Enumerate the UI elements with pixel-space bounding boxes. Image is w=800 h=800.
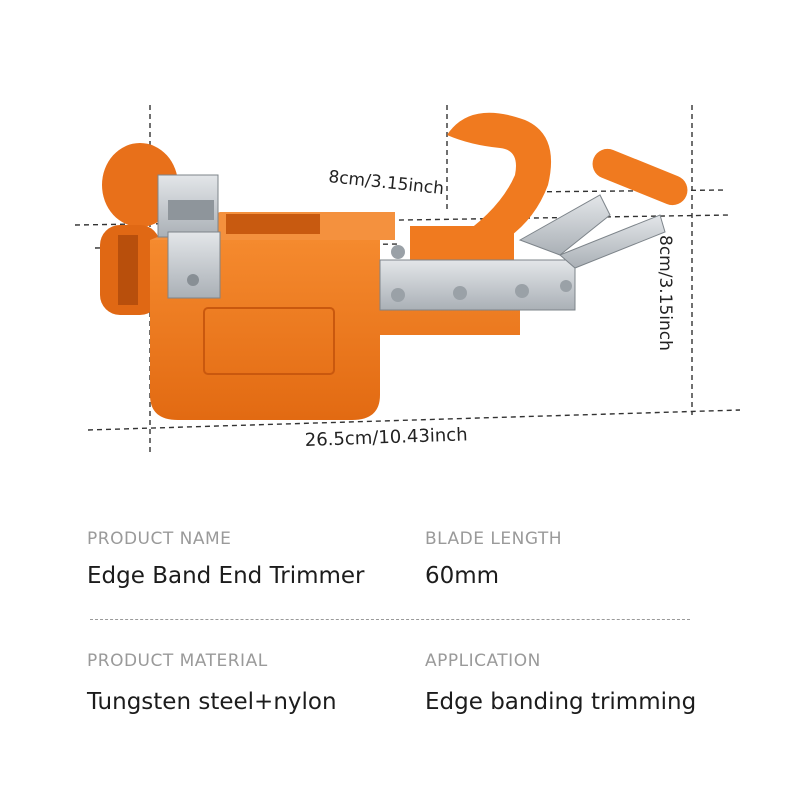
dimension-length-label: 26.5cm/10.43inch bbox=[304, 424, 467, 451]
product-illustration: 8cm/3.15inch 8cm/3.15inch 26.5cm/10.43in… bbox=[74, 105, 741, 455]
spec-divider bbox=[90, 619, 690, 620]
front-grip bbox=[410, 112, 552, 260]
product-name-value: Edge Band End Trimmer bbox=[87, 563, 365, 589]
blade-length-label: BLADE LENGTH bbox=[425, 529, 563, 549]
dimension-height-label: 8cm/3.15inch bbox=[655, 235, 675, 351]
application-value: Edge banding trimming bbox=[425, 689, 697, 715]
blade-bar bbox=[379, 245, 576, 311]
product-material-label: PRODUCT MATERIAL bbox=[87, 651, 268, 671]
application-label: APPLICATION bbox=[425, 651, 541, 671]
dimension-width-label: 8cm/3.15inch bbox=[327, 167, 444, 199]
product-name-label: PRODUCT NAME bbox=[87, 529, 232, 549]
blade-length-value: 60mm bbox=[425, 563, 500, 589]
steel-clamp bbox=[157, 174, 221, 299]
lever-arm bbox=[518, 148, 688, 269]
product-material-value: Tungsten steel+nylon bbox=[87, 689, 337, 715]
